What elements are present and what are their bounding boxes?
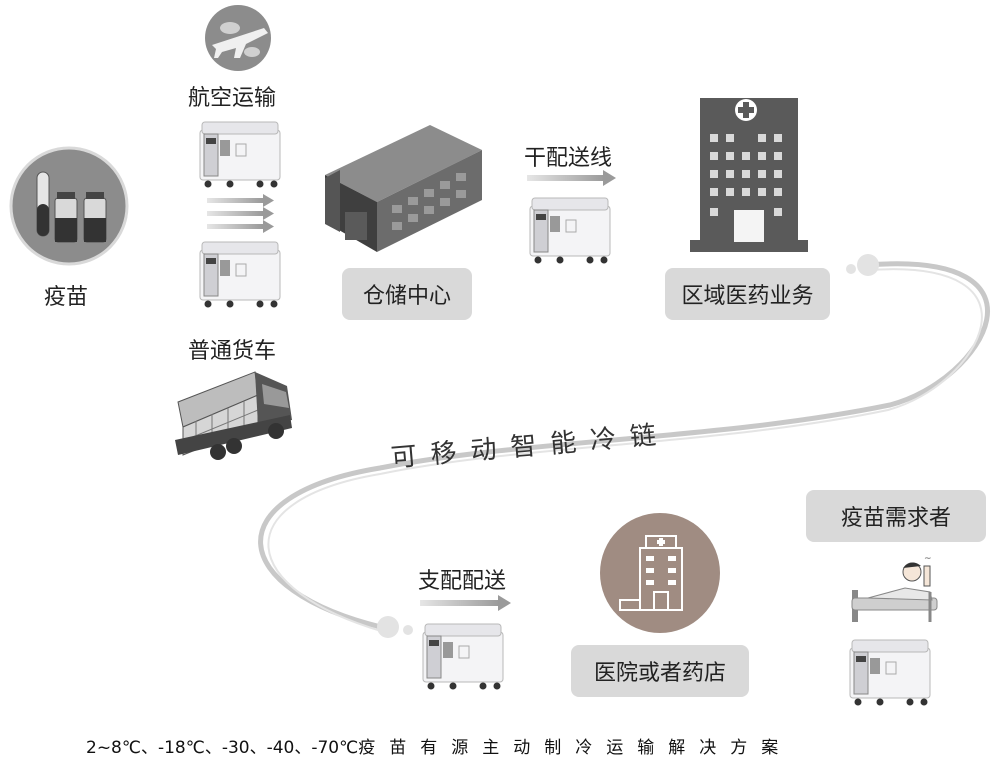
vaccine-icon [9, 146, 129, 266]
branch-label: 支配配送 [418, 569, 507, 594]
footer-temps: 2~8℃、-18℃、-30、-40、-70℃ [86, 738, 359, 758]
fridge-branch-icon [422, 623, 504, 690]
svg-text:~: ~ [924, 554, 932, 564]
fridge-air-icon [199, 121, 281, 188]
patient-bed-icon: ~ [851, 554, 938, 622]
branch-arrow-icon [420, 595, 511, 611]
demander-box: 疫苗需求者 [806, 490, 986, 542]
hospital-building-icon [690, 98, 808, 252]
warehouse-box: 仓储中心 [342, 268, 472, 320]
footer-text: 疫苗有源主动制冷运输解决方案 [358, 738, 793, 758]
regional-box: 区域医药业务 [665, 268, 830, 320]
hospital-box: 医院或者药店 [571, 645, 749, 697]
fridge-truck-icon [199, 241, 281, 308]
pharmacy-icon [600, 513, 720, 633]
triple-arrow-icon [207, 194, 274, 233]
fridge-trunk-icon [529, 197, 611, 264]
curve-title: 可移动智能冷链 [390, 419, 672, 473]
truck-icon [175, 371, 292, 460]
trunk-arrow-icon [527, 170, 616, 186]
warehouse-icon [325, 125, 482, 252]
vaccine-label: 疫苗 [44, 285, 89, 310]
trunk-line-label: 干配送线 [524, 146, 613, 171]
footer: 2~8℃、-18℃、-30、-40、-70℃疫苗有源主动制冷运输解决方案 [86, 733, 792, 758]
airplane-icon [205, 5, 271, 71]
fridge-demander-icon [849, 639, 931, 706]
air-transport-label: 航空运输 [188, 86, 277, 111]
cold-chain-curve [258, 261, 990, 631]
truck-label: 普通货车 [188, 339, 277, 364]
